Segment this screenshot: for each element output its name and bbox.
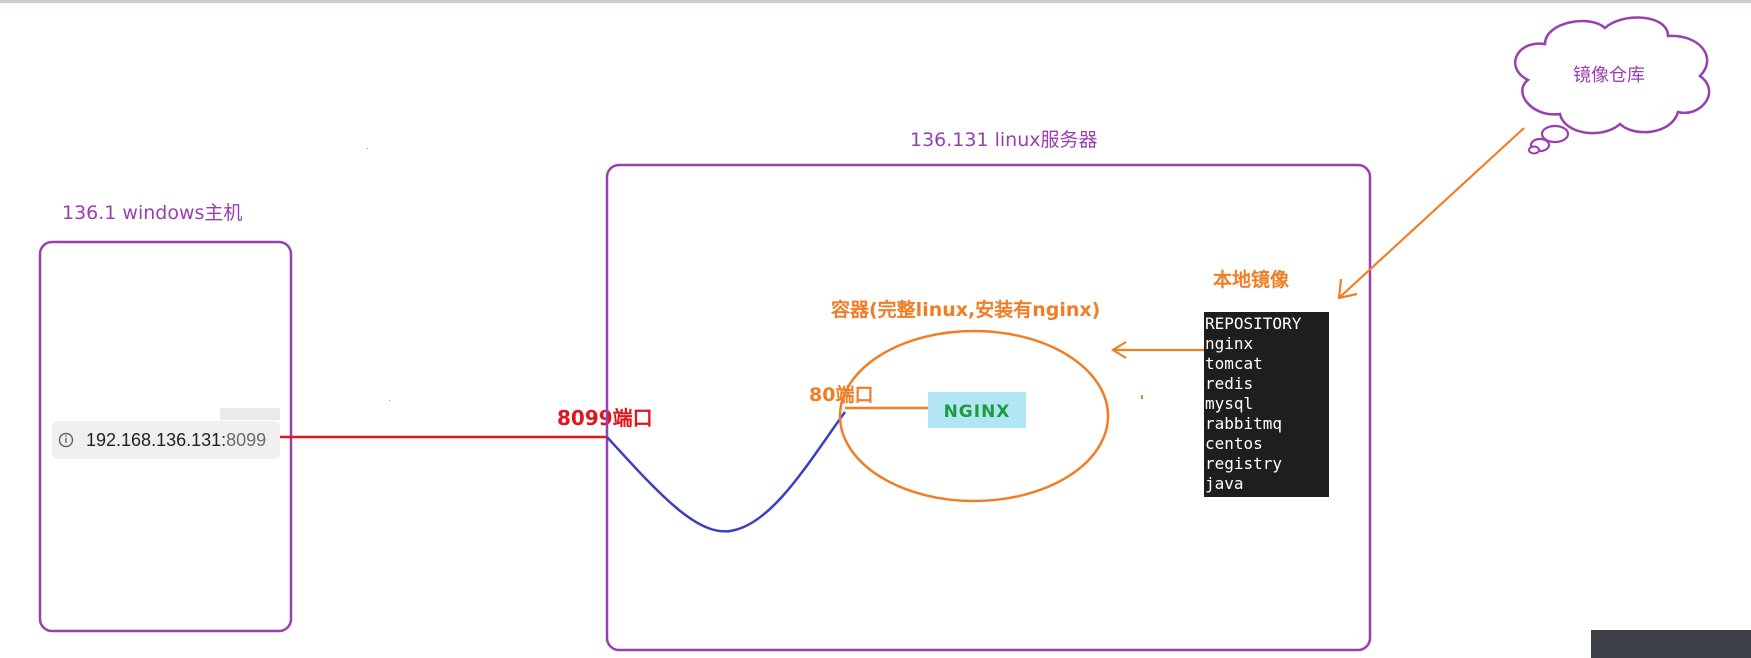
arrow-head — [1110, 341, 1127, 359]
terminal-image-name: rabbitmq — [1205, 414, 1282, 433]
terminal-image-name: redis — [1205, 374, 1253, 393]
address-host: 192.168.136.131: — [86, 430, 226, 450]
container-ellipse — [838, 329, 1110, 503]
stray-dot — [367, 148, 368, 149]
address-url[interactable]: 192.168.136.131:8099 — [86, 430, 266, 450]
address-bar[interactable] — [52, 421, 280, 459]
arrow-head — [1337, 278, 1358, 300]
windows-host-label: 136.1 windows主机 — [62, 202, 242, 224]
linux-server-label: 136.131 linux服务器 — [910, 129, 1098, 151]
info-circle-icon[interactable] — [58, 432, 74, 448]
registry-pull-arrow — [1339, 127, 1525, 298]
stray-dot — [389, 400, 390, 401]
terminal-lines: REPOSITORYnginxtomcatredismysqlrabbitmqc… — [1205, 314, 1302, 493]
registry-label: 镜像仓库 — [1573, 65, 1645, 86]
terminal-image-name: centos — [1205, 434, 1263, 453]
host-port-label: 8099端口 — [557, 406, 653, 430]
thought-cloud-icon — [1514, 16, 1711, 155]
container-label: 容器(完整linux,安装有nginx) — [831, 298, 1100, 321]
address-bar-shadow — [220, 408, 280, 420]
terminal-header: REPOSITORY — [1205, 314, 1302, 333]
address-port: 8099 — [226, 430, 266, 450]
nginx-logo-box — [928, 392, 1026, 428]
corner-bar — [1591, 630, 1751, 658]
top-edge-line — [0, 0, 1751, 3]
port-mapping-curve — [606, 411, 847, 533]
terminal-image-name: mysql — [1205, 394, 1253, 413]
local-images-label: 本地镜像 — [1213, 268, 1290, 291]
stray-mark — [1141, 395, 1143, 399]
terminal-image-name: tomcat — [1205, 354, 1263, 373]
container-port-label: 80端口 — [809, 383, 873, 406]
terminal-image-name: registry — [1205, 454, 1282, 473]
terminal-image-name: nginx — [1205, 334, 1254, 353]
nginx-logo: NGINX — [944, 402, 1011, 422]
image-terminal — [1204, 312, 1329, 497]
terminal-image-name: java — [1205, 474, 1244, 493]
linux-server-box — [605, 163, 1372, 652]
